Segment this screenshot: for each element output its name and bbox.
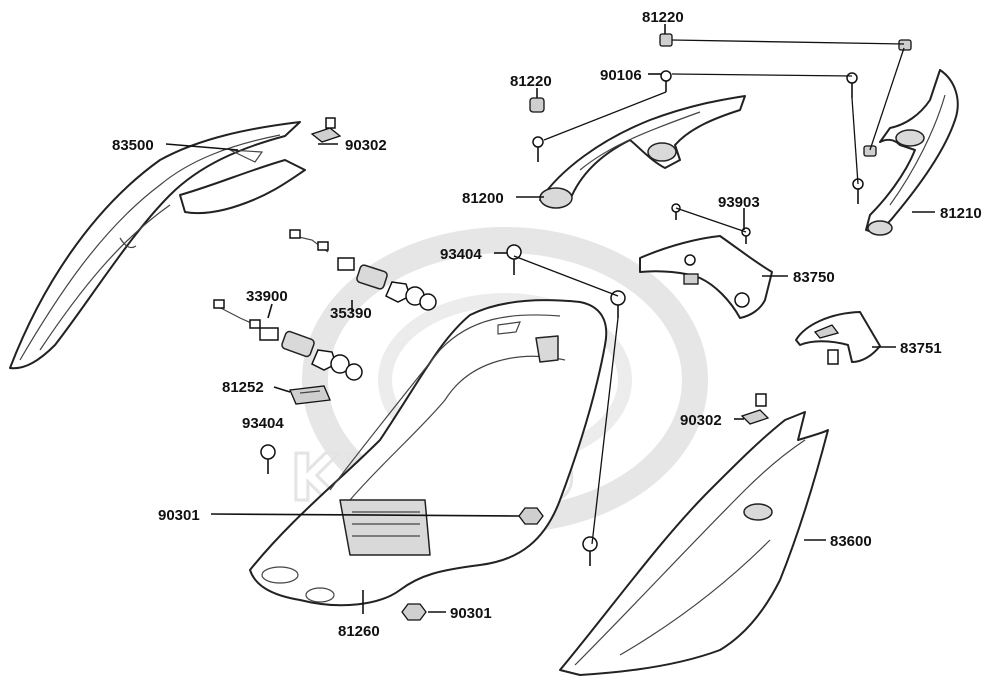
label-90106: 90106	[600, 67, 642, 84]
part-90302-clip-top	[310, 117, 342, 143]
part-81260-helmet-box	[249, 299, 608, 607]
label-81200: 81200	[462, 190, 504, 207]
label-83500: 83500	[112, 137, 154, 154]
part-81200-grab-rail	[539, 95, 746, 209]
label-93903: 93903	[718, 194, 760, 211]
part-90302-clip-lower	[740, 393, 770, 425]
part-81210-rear-grip	[865, 69, 959, 236]
label-90302-lower: 90302	[680, 412, 722, 429]
label-33900: 33900	[246, 288, 288, 305]
label-81210: 81210	[940, 205, 982, 222]
part-33900-bulb-socket	[213, 299, 363, 381]
label-81260: 81260	[338, 623, 380, 640]
label-83600: 83600	[830, 533, 872, 550]
label-35390: 35390	[330, 305, 372, 322]
part-83500-left-side-cover	[9, 121, 306, 370]
label-93404-top: 93404	[440, 246, 482, 263]
hardware-set	[260, 33, 912, 621]
part-83600-right-side-cover	[559, 411, 829, 676]
label-83750: 83750	[793, 269, 835, 286]
label-93404-lower: 93404	[242, 415, 284, 432]
label-leaders	[165, 24, 935, 614]
label-83751: 83751	[900, 340, 942, 357]
label-90301-bottom: 90301	[450, 605, 492, 622]
part-labels: 81220 81220 90106 83500 90302 81200 9390…	[112, 9, 982, 640]
label-81252: 81252	[222, 379, 264, 396]
label-81220-top: 81220	[642, 9, 684, 26]
part-83751-cover	[795, 311, 881, 365]
label-90302-top: 90302	[345, 137, 387, 154]
label-90301-left: 90301	[158, 507, 200, 524]
assembly-lines	[513, 39, 905, 545]
part-35390-bulb-socket	[289, 229, 437, 311]
label-81220-left: 81220	[510, 73, 552, 90]
part-83750-bracket	[639, 235, 773, 319]
part-81252-plate	[289, 385, 331, 405]
